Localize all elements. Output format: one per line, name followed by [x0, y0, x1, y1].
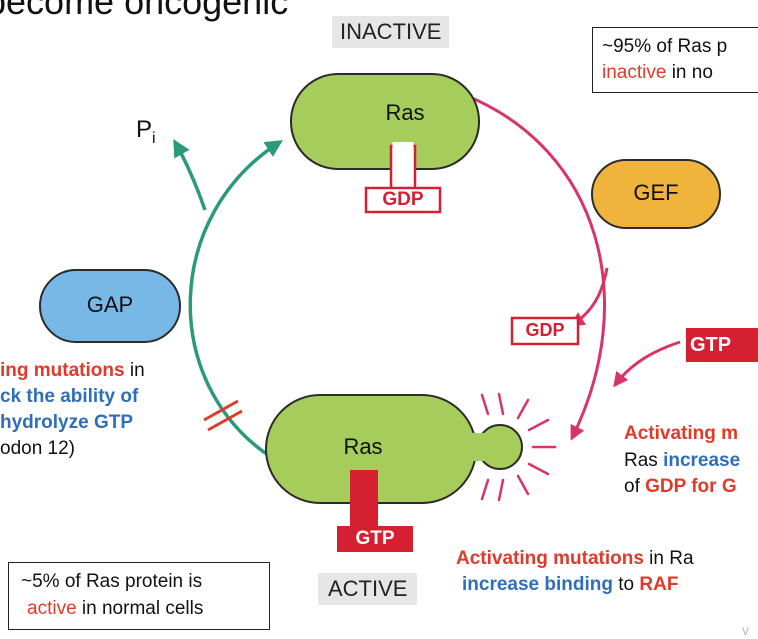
- gap-shape: [39, 269, 181, 343]
- active-label: ACTIVE: [318, 573, 418, 606]
- pi-release-arrow: [173, 138, 207, 211]
- gtp-bound-label: GTP: [337, 526, 413, 552]
- gdp-bound-box: [364, 186, 442, 214]
- gdp-bound-label: GDP: [382, 189, 424, 210]
- gap-label: GAP: [86, 292, 134, 317]
- inactive-label: INACTIVE: [332, 16, 450, 49]
- blocked-mark: [203, 399, 243, 432]
- inactive-note-line2: inactive in no: [602, 62, 713, 83]
- gdp-released-box: [510, 316, 580, 346]
- nucleotide-exchange-arrow: [464, 93, 607, 441]
- gtp-stem: [350, 470, 378, 530]
- gap-mutation-line2: ck the ability of: [0, 386, 139, 407]
- gtp-incoming-box: [686, 328, 758, 362]
- gef-mutation-line2: Ras increase: [624, 450, 741, 471]
- gtp-binding-arrow: [613, 340, 681, 388]
- active-note-box: ~5% of Ras protein is active in normal c…: [8, 562, 270, 630]
- raf-mutation-line1: Activating mutations in Ra: [456, 548, 694, 569]
- ras-inactive-shape: [290, 73, 480, 170]
- gef-label: GEF: [633, 180, 679, 205]
- active-note-line1: ~5% of Ras protein is: [21, 571, 203, 592]
- gdp-stem: [389, 144, 417, 192]
- pi-label: Pi: [136, 116, 156, 147]
- gef-mutation-line3: of GDP for G: [624, 476, 737, 497]
- gef-mutation-line1: Activating m: [624, 423, 739, 444]
- inactive-note-line1: ~95% of Ras p: [602, 36, 728, 57]
- ras-active-label: Ras: [343, 434, 383, 459]
- activity-rays: [480, 392, 557, 502]
- inactive-note-box: ~95% of Ras p inactive in no: [592, 27, 758, 93]
- active-note-line2: active in normal cells: [27, 598, 204, 619]
- gtp-incoming-label: GTP: [690, 334, 732, 356]
- gdp-released-label: GDP: [525, 320, 565, 340]
- gap-mutation-line4: odon 12): [0, 438, 76, 459]
- raf-mutation-line2: increase binding to RAF: [462, 574, 679, 595]
- gef-shape: [591, 159, 721, 229]
- gtp-hydrolysis-arrow: [188, 140, 283, 457]
- gap-mutation-line1: ing mutations in: [0, 360, 145, 381]
- gap-mutation-line3: hydrolyze GTP: [0, 412, 134, 433]
- watermark-letter: v: [742, 622, 749, 638]
- slide-title-fragment: become oncogenic: [0, 0, 289, 22]
- ras-inactive-label: Ras: [385, 100, 425, 125]
